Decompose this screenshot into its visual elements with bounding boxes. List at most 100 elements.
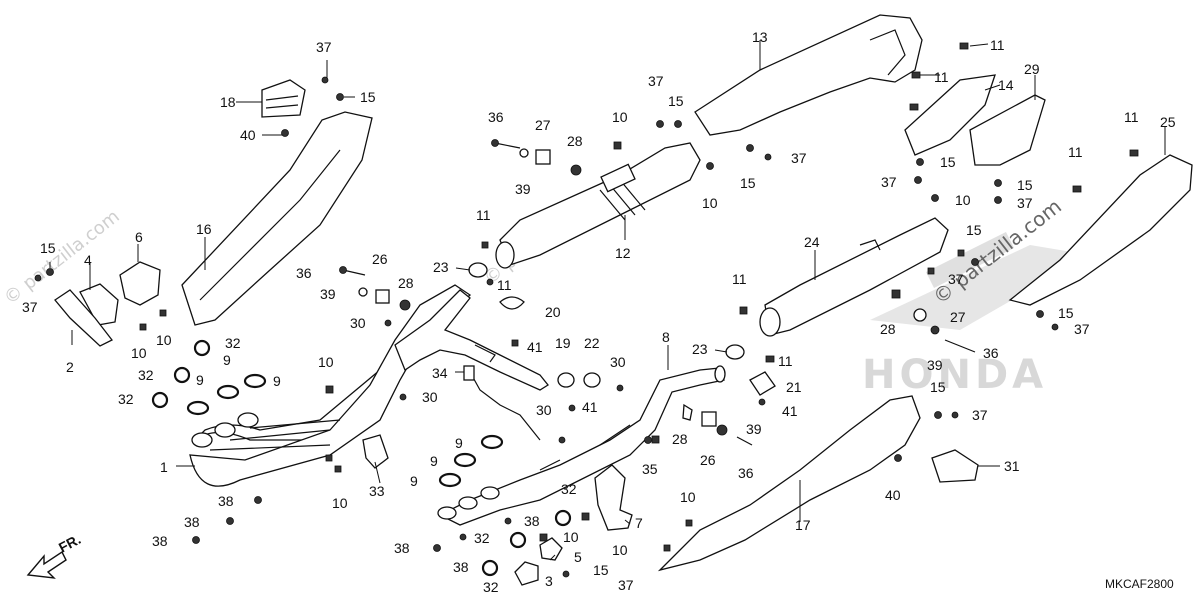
callout-37g: 37 <box>948 271 964 287</box>
part-13-muffler-cover <box>694 14 923 136</box>
callout-38e: 38 <box>524 513 540 529</box>
callout-38d: 38 <box>394 540 410 556</box>
callout-37h: 37 <box>1074 321 1090 337</box>
callout-36d: 36 <box>738 465 754 481</box>
callout-6: 6 <box>135 229 143 245</box>
callout-28a: 28 <box>567 133 583 149</box>
part-24-muffler <box>759 217 949 337</box>
callout-35: 35 <box>642 461 658 477</box>
callout-12: 12 <box>615 245 631 261</box>
callout-30b: 30 <box>422 389 438 405</box>
callout-32b: 32 <box>138 367 154 383</box>
callout-28b: 28 <box>398 275 414 291</box>
callout-19: 19 <box>555 335 571 351</box>
callout-9f: 9 <box>410 473 418 489</box>
callout-41a: 41 <box>527 339 543 355</box>
callout-15f: 15 <box>1017 177 1033 193</box>
part-23-gaskets <box>468 262 745 360</box>
callout-41c: 41 <box>782 403 798 419</box>
part-31-cover <box>931 449 979 483</box>
hardware-fasteners <box>34 42 1139 578</box>
callout-37d: 37 <box>791 150 807 166</box>
callout-31: 31 <box>1004 458 1020 474</box>
callout-16: 16 <box>196 221 212 237</box>
callout-11g: 11 <box>732 271 747 287</box>
callout-38a: 38 <box>218 493 234 509</box>
callout-18: 18 <box>220 94 236 110</box>
callout-20: 20 <box>545 304 561 320</box>
brand-text: HONDA <box>862 352 1047 398</box>
callout-23b: 23 <box>692 341 708 357</box>
callout-40a: 40 <box>240 127 256 143</box>
callout-32f: 32 <box>483 579 499 595</box>
callout-30c: 30 <box>536 402 552 418</box>
callout-2: 2 <box>66 359 74 375</box>
part-33-bracket <box>362 434 389 469</box>
front-direction-indicator: FR. <box>26 531 83 579</box>
callout-11e: 11 <box>476 207 491 223</box>
callout-10e: 10 <box>156 332 172 348</box>
callout-9e: 9 <box>430 453 438 469</box>
callout-15c: 15 <box>668 93 684 109</box>
callout-26b: 26 <box>700 452 716 468</box>
callout-24: 24 <box>804 234 820 250</box>
diagram-part-code: MKCAF2800 <box>1105 577 1174 591</box>
callout-10b: 10 <box>702 195 718 211</box>
callout-32d: 32 <box>561 481 577 497</box>
honda-brand-mark: HONDA <box>862 231 1090 398</box>
leader-lines <box>49 40 1166 561</box>
callout-41b: 41 <box>582 399 598 415</box>
part-34-sensor-body <box>463 365 475 381</box>
callout-3: 3 <box>545 573 553 589</box>
callout-28c: 28 <box>880 321 896 337</box>
callout-27b: 27 <box>950 309 966 325</box>
part-14-side-cover <box>904 74 996 156</box>
callout-39a: 39 <box>515 181 531 197</box>
callout-39c: 39 <box>927 357 943 373</box>
part-5-protector <box>539 537 563 561</box>
callout-10i: 10 <box>612 542 628 558</box>
callout-30a: 30 <box>350 315 366 331</box>
callout-9c: 9 <box>273 373 281 389</box>
callout-37j: 37 <box>618 577 634 593</box>
callout-8: 8 <box>662 329 670 345</box>
callout-11f: 11 <box>497 277 512 293</box>
part-34-sensor <box>469 371 541 441</box>
callout-38f: 38 <box>453 559 469 575</box>
y-pipe-chamber <box>394 289 549 391</box>
part-32-clamps <box>151 339 572 577</box>
part-19-22-fittings <box>557 372 601 388</box>
callout-15i: 15 <box>930 379 946 395</box>
callout-5: 5 <box>574 549 582 565</box>
callout-34: 34 <box>432 365 448 381</box>
callout-25: 25 <box>1160 114 1176 130</box>
callout-38b: 38 <box>184 514 200 530</box>
callout-33: 33 <box>369 483 385 499</box>
callout-15g: 15 <box>966 222 982 238</box>
callout-labels: 1 2 3 4 5 6 7 8 9 9 9 9 9 9 10 10 10 10 … <box>22 29 1176 595</box>
callout-15b: 15 <box>40 240 56 256</box>
callout-10c: 10 <box>955 192 971 208</box>
callout-9b: 9 <box>196 372 204 388</box>
callout-32e: 32 <box>474 530 490 546</box>
callout-10h: 10 <box>563 529 579 545</box>
callout-9d: 9 <box>455 435 463 451</box>
callout-39b: 39 <box>320 286 336 302</box>
callout-37a: 37 <box>316 39 332 55</box>
callout-37b: 37 <box>22 299 38 315</box>
callout-11h: 11 <box>778 353 793 369</box>
callout-4: 4 <box>84 252 92 268</box>
callout-15j: 15 <box>593 562 609 578</box>
callout-15h: 15 <box>1058 305 1074 321</box>
callout-10a: 10 <box>612 109 628 125</box>
callout-11c: 11 <box>1124 109 1139 125</box>
callout-36c: 36 <box>983 345 999 361</box>
callout-10d: 10 <box>131 345 147 361</box>
callout-36b: 36 <box>296 265 312 281</box>
part-12-muffler <box>495 142 701 269</box>
callout-37f: 37 <box>1017 195 1033 211</box>
callout-39d: 39 <box>746 421 762 437</box>
callout-1: 1 <box>160 459 168 475</box>
part-9-gaskets <box>186 373 504 488</box>
